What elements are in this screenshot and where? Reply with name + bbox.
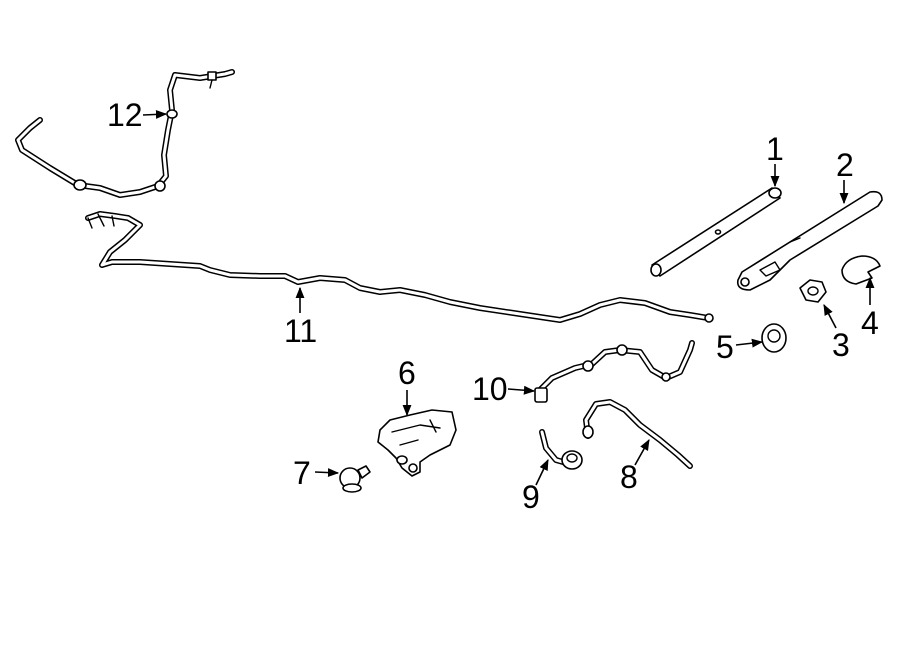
callout-7: 7 [293, 455, 311, 491]
leader-7 [314, 468, 340, 478]
callout-10: 10 [472, 371, 508, 407]
leader-10 [507, 385, 536, 395]
leader-9 [535, 458, 549, 486]
leader-lines [142, 109, 875, 486]
part-11-hose [85, 211, 714, 323]
callout-2: 2 [836, 147, 854, 183]
callout-3: 3 [832, 327, 850, 363]
callout-8: 8 [620, 459, 638, 495]
leader-8 [634, 439, 650, 466]
callout-9: 9 [522, 479, 540, 515]
part-5-grommet [761, 323, 787, 353]
part-2-wiper-arm [736, 190, 883, 291]
callout-6: 6 [398, 355, 416, 391]
callout-12: 12 [107, 97, 143, 133]
callout-5: 5 [716, 329, 734, 365]
leader-5 [735, 338, 764, 348]
part-8-hose [582, 399, 693, 469]
part-9-hose [539, 429, 583, 470]
part-12-hose [15, 69, 235, 198]
part-3-nut [799, 279, 827, 303]
callout-11: 11 [284, 313, 317, 349]
callout-1: 1 [766, 131, 784, 167]
callout-4: 4 [861, 305, 879, 341]
part-4-cap [841, 255, 881, 285]
part-10-hose [534, 340, 695, 403]
leader-3 [823, 304, 837, 329]
leader-12 [142, 109, 168, 119]
part-7-grommet [339, 465, 371, 493]
callout-labels: 1 2 3 4 5 6 7 8 9 10 11 12 [107, 97, 879, 515]
part-6-bracket [377, 409, 457, 477]
part-1-wiper-arm [650, 187, 782, 277]
